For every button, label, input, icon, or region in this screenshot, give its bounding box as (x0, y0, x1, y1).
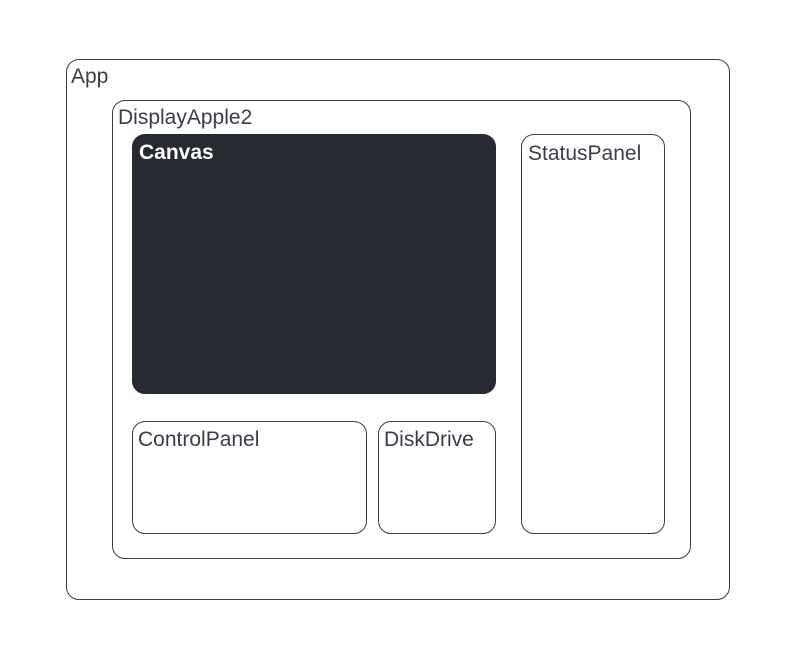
disk-drive-box: DiskDrive (378, 421, 496, 534)
canvas-label: Canvas (139, 141, 214, 164)
control-panel-label: ControlPanel (138, 428, 260, 451)
app-label: App (71, 65, 109, 88)
status-panel-label: StatusPanel (528, 142, 642, 165)
control-panel-box: ControlPanel (132, 421, 367, 534)
display-apple2-label: DisplayApple2 (118, 106, 253, 129)
disk-drive-label: DiskDrive (384, 428, 474, 451)
status-panel-box: StatusPanel (521, 134, 665, 534)
canvas-box: Canvas (132, 134, 496, 394)
